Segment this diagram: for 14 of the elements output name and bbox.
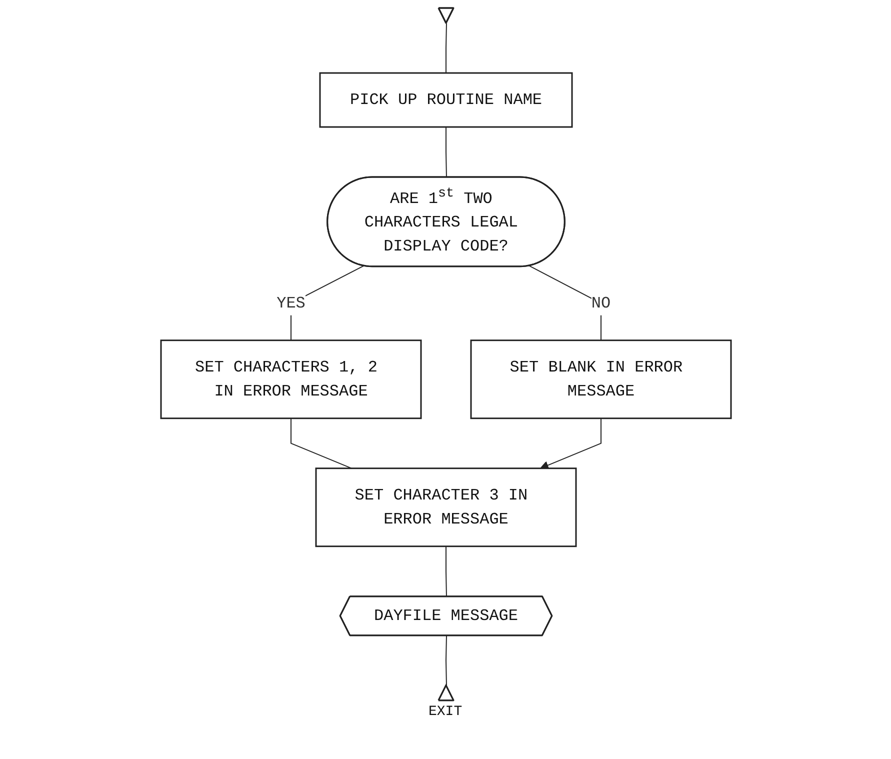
connector — [528, 265, 601, 341]
node-box: SET CHARACTERS 1, 2 IN ERROR MESSAGE — [160, 340, 422, 420]
node-box: PICK UP ROUTINE NAME — [318, 72, 572, 128]
connector — [445, 23, 446, 74]
edge-label: YES — [276, 294, 305, 312]
connector — [445, 635, 446, 686]
connector — [290, 418, 352, 469]
node-box: SET BLANK IN ERROR MESSAGE — [470, 340, 732, 420]
connector — [445, 126, 446, 178]
arrow — [540, 418, 601, 470]
connector — [445, 546, 446, 598]
node-box: SET CHARACTER 3 IN ERROR MESSAGE — [314, 468, 576, 548]
exit-label: EXIT — [428, 704, 462, 720]
edge-label: NO — [590, 294, 610, 312]
